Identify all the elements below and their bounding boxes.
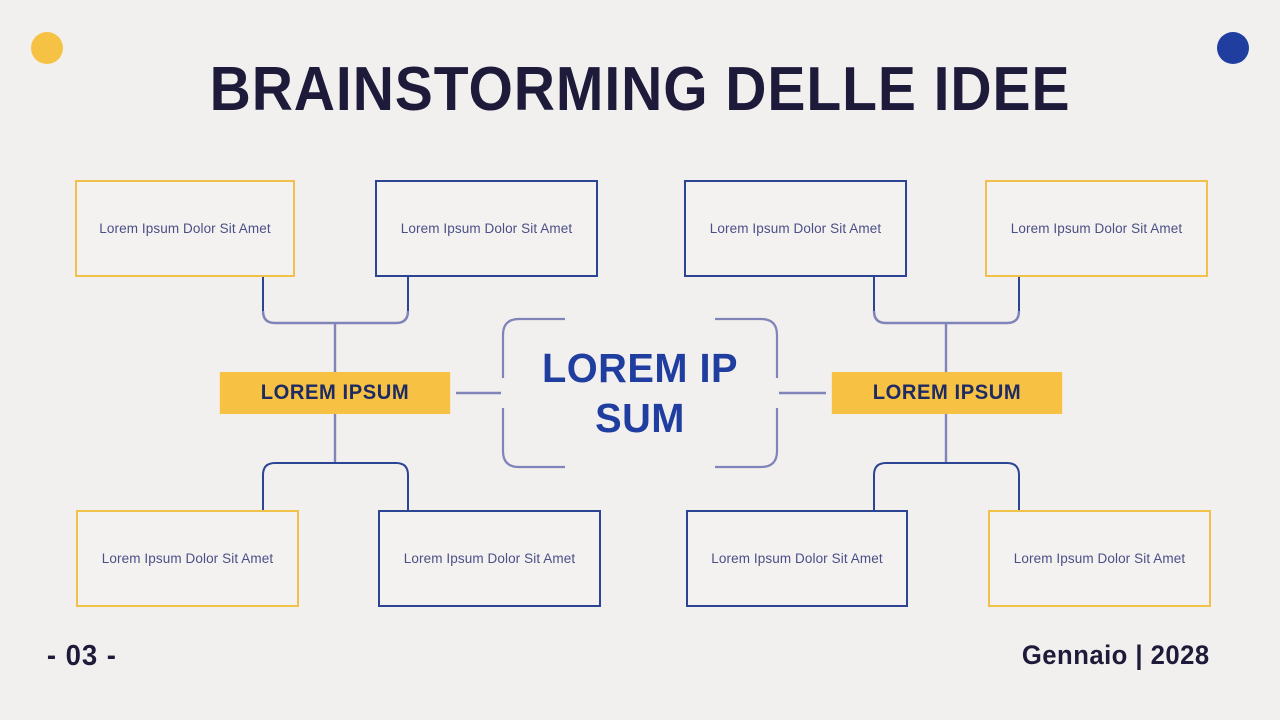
leaf-label: Lorem Ipsum Dolor Sit Amet <box>709 220 882 236</box>
leaf-box-top-1[interactable]: Lorem Ipsum Dolor Sit Amet <box>75 180 295 277</box>
leaf-label: Lorem Ipsum Dolor Sit Amet <box>99 220 271 236</box>
center-node-label: LOREM IPSUM <box>541 345 739 441</box>
footer-page-number: - 03 - <box>46 640 117 672</box>
leaf-box-bottom-3[interactable]: Lorem Ipsum Dolor Sit Amet <box>686 510 908 607</box>
yellow-dot-decoration <box>31 32 63 64</box>
leaf-label: Lorem Ipsum Dolor Sit Amet <box>1013 550 1186 566</box>
leaf-label: Lorem Ipsum Dolor Sit Amet <box>1010 220 1183 236</box>
leaf-box-bottom-4[interactable]: Lorem Ipsum Dolor Sit Amet <box>988 510 1211 607</box>
leaf-box-top-4[interactable]: Lorem Ipsum Dolor Sit Amet <box>985 180 1208 277</box>
branch-label: LOREM IPSUM <box>872 381 1022 404</box>
page-title: BRAINSTORMING DELLE IDEE <box>209 55 1071 124</box>
leaf-label: Lorem Ipsum Dolor Sit Amet <box>403 550 576 566</box>
footer-date: Gennaio | 2028 <box>1022 640 1210 670</box>
blue-dot-decoration <box>1217 32 1249 64</box>
branch-label: LOREM IPSUM <box>260 381 410 404</box>
leaf-box-bottom-1[interactable]: Lorem Ipsum Dolor Sit Amet <box>76 510 299 607</box>
leaf-label: Lorem Ipsum Dolor Sit Amet <box>400 220 573 236</box>
branch-box-left[interactable]: LOREM IPSUM <box>219 372 451 414</box>
leaf-label: Lorem Ipsum Dolor Sit Amet <box>711 550 883 566</box>
leaf-box-top-2[interactable]: Lorem Ipsum Dolor Sit Amet <box>375 180 598 277</box>
leaf-box-top-3[interactable]: Lorem Ipsum Dolor Sit Amet <box>684 180 907 277</box>
branch-box-right[interactable]: LOREM IPSUM <box>831 372 1063 414</box>
leaf-label: Lorem Ipsum Dolor Sit Amet <box>101 550 274 566</box>
leaf-box-bottom-2[interactable]: Lorem Ipsum Dolor Sit Amet <box>378 510 601 607</box>
center-node[interactable]: LOREM IPSUM <box>502 318 778 468</box>
